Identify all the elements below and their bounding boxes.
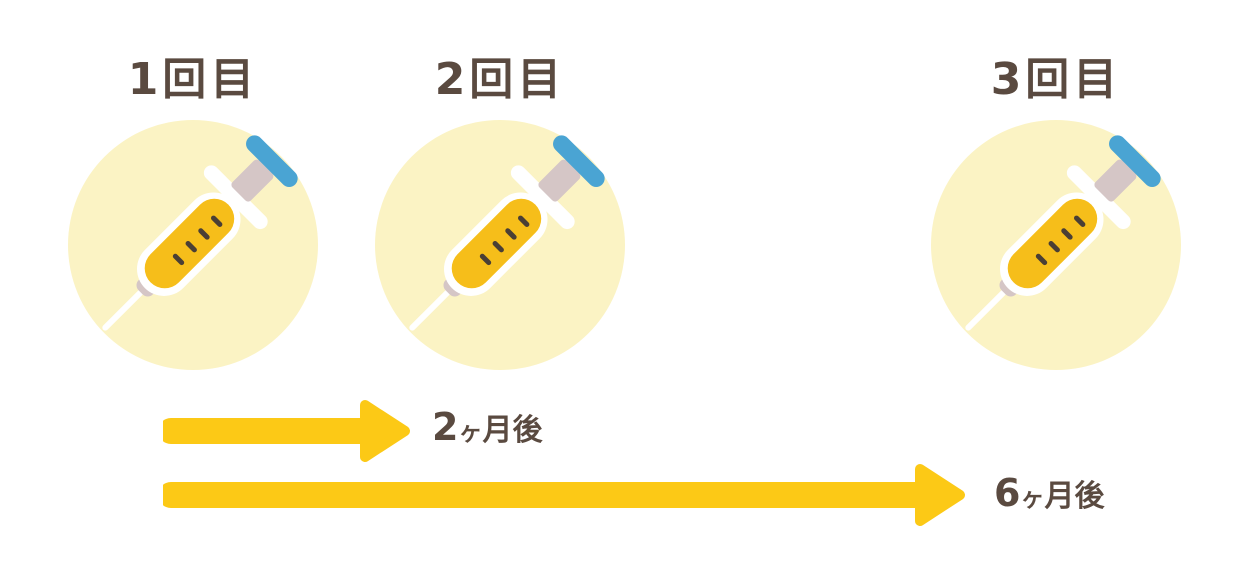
interval-1-number: 2 <box>432 405 459 449</box>
syringe-icon <box>931 120 1181 370</box>
dose-1-label: 1回目 <box>127 54 259 105</box>
dose-1: 1回目 <box>63 50 323 110</box>
interval-2-unit: 月後 <box>1044 479 1105 514</box>
interval-2-number: 6 <box>994 471 1021 515</box>
dose-2-label: 2回目 <box>434 54 566 105</box>
dose-1-syringe-circle <box>68 120 318 370</box>
interval-1-unit: 月後 <box>482 413 543 448</box>
dose-2-syringe-circle <box>375 120 625 370</box>
dose-2: 2回目 <box>370 50 630 110</box>
interval-label-1: 2ヶ月後 <box>432 405 542 449</box>
syringe-icon <box>375 120 625 370</box>
interval-arrow-2-months <box>163 400 410 462</box>
dose-3-syringe-circle <box>931 120 1181 370</box>
dose-3-label: 3回目 <box>990 54 1122 105</box>
interval-arrow-6-months <box>163 464 965 526</box>
dose-3: 3回目 <box>926 50 1186 110</box>
interval-label-2: 6ヶ月後 <box>994 471 1104 515</box>
syringe-icon <box>68 120 318 370</box>
interval-2-separator: ヶ <box>1020 484 1045 512</box>
interval-1-separator: ヶ <box>458 418 483 446</box>
